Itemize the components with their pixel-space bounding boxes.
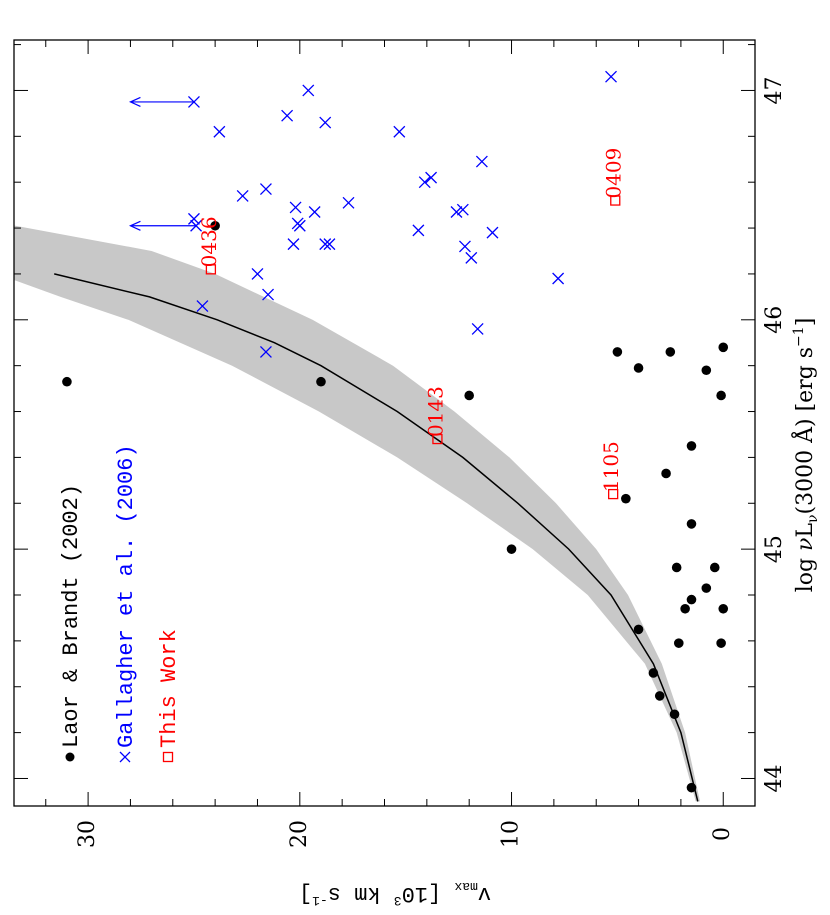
laor-brandt-point <box>718 342 729 353</box>
laor-brandt-point <box>648 668 659 678</box>
fit-line <box>54 273 699 802</box>
laor-brandt-point <box>686 594 697 605</box>
laor-brandt-point <box>671 562 682 573</box>
gallagher-point <box>259 183 272 196</box>
laor-brandt-point <box>633 624 644 635</box>
gallagher-point <box>196 300 209 312</box>
laor-brandt-point <box>316 376 326 387</box>
laor-brandt-point <box>654 691 665 701</box>
gallagher-point <box>319 238 332 251</box>
this-work-point <box>205 264 217 275</box>
gallagher-point <box>319 116 332 129</box>
arrow-head <box>128 96 141 107</box>
gallagher-point <box>418 176 431 189</box>
legend-label: Laor & Brandt (2002) <box>59 484 84 748</box>
legend-marker-circle <box>65 752 75 762</box>
laor-brandt-point <box>464 390 474 401</box>
x-tick-label: 45 <box>762 535 787 563</box>
legend-label: Gallagher et al. (2006) <box>114 444 139 748</box>
gallagher-point <box>323 238 336 251</box>
gallagher-point <box>605 70 617 83</box>
x-tick-label: 46 <box>762 306 787 334</box>
x-axis-label: log νLν(3000 Å) [erg s−1] <box>790 318 821 593</box>
this-work-point <box>432 433 443 445</box>
gallagher-point <box>552 272 565 285</box>
laor-brandt-point <box>633 363 644 373</box>
laor-brandt-point <box>701 365 712 376</box>
data-points: 0436 0143 1105 0409 <box>62 70 729 793</box>
gallagher-point <box>456 203 469 216</box>
laor-brandt-point <box>709 562 720 573</box>
point-label: 0436 <box>197 216 221 267</box>
y-axis-label: vmax [103 km s-1] <box>299 879 491 908</box>
gallagher-point <box>213 125 226 138</box>
gallagher-point <box>465 251 478 264</box>
laor-brandt-point <box>665 347 676 357</box>
y-tick-label: 20 <box>287 820 312 848</box>
laor-brandt-point <box>612 347 623 357</box>
y-tick-label: 30 <box>75 820 100 848</box>
this-work-point <box>610 195 621 206</box>
gallagher-point <box>259 345 272 358</box>
gallagher-point <box>281 109 294 122</box>
gallagher-point <box>289 201 302 214</box>
laor-brandt-point <box>680 603 690 614</box>
gallagher-point <box>486 226 499 239</box>
laor-brandt-point <box>62 376 72 387</box>
fit-curve <box>54 273 699 802</box>
gallagher-point <box>287 238 300 251</box>
arrow-head <box>128 220 141 231</box>
point-label: 1105 <box>599 441 623 492</box>
uncertainty-band-area <box>14 225 700 802</box>
laor-brandt-point <box>669 709 680 720</box>
y-tick-label: 10 <box>499 820 524 848</box>
this-work-point <box>608 488 619 500</box>
gallagher-point <box>293 219 306 232</box>
point-label: 0409 <box>601 148 625 199</box>
y-tick-label: 0 <box>710 827 735 841</box>
gallagher-point <box>458 240 471 253</box>
laor-brandt-point <box>506 544 517 554</box>
uncertainty-band <box>14 225 700 802</box>
upper-limit-arrow <box>128 220 197 231</box>
gallagher-point <box>475 155 488 168</box>
gallagher-point <box>187 212 200 225</box>
laor-brandt-point <box>718 603 729 614</box>
laor-brandt-point <box>210 220 220 231</box>
gallagher-point <box>262 288 275 301</box>
laor-brandt-point <box>686 519 697 529</box>
gallagher-point <box>471 323 484 335</box>
gallagher-point <box>302 84 315 97</box>
x-tick-label: 47 <box>762 76 787 104</box>
upper-limit-arrow <box>128 96 194 107</box>
laor-brandt-point <box>661 468 671 479</box>
gallagher-point <box>425 171 438 184</box>
gallagher-point <box>236 189 249 202</box>
gallagher-point <box>393 125 406 138</box>
legend-marker-square <box>162 751 174 763</box>
gallagher-point <box>450 206 463 218</box>
gallagher-point <box>251 267 264 280</box>
gallagher-point <box>308 206 321 218</box>
gallagher-point <box>412 224 425 237</box>
laor-brandt-point <box>673 638 684 648</box>
x-tick-label: 44 <box>762 764 787 792</box>
laor-brandt-point <box>716 638 726 648</box>
laor-brandt-point <box>716 390 726 401</box>
axis-ticks: 44 45 46 47 0 10 20 30 <box>14 40 787 848</box>
legend-label: This Work <box>157 629 182 748</box>
laor-brandt-point <box>621 493 631 504</box>
gallagher-point <box>342 196 355 209</box>
laor-brandt-point <box>686 441 697 451</box>
laor-brandt-point <box>701 583 712 593</box>
legend: Laor & Brandt (2002) Gallagher et al. (20… <box>59 444 182 763</box>
laor-brandt-point <box>686 782 697 793</box>
legend-marker-cross <box>119 751 131 763</box>
point-label: 0143 <box>423 386 447 437</box>
